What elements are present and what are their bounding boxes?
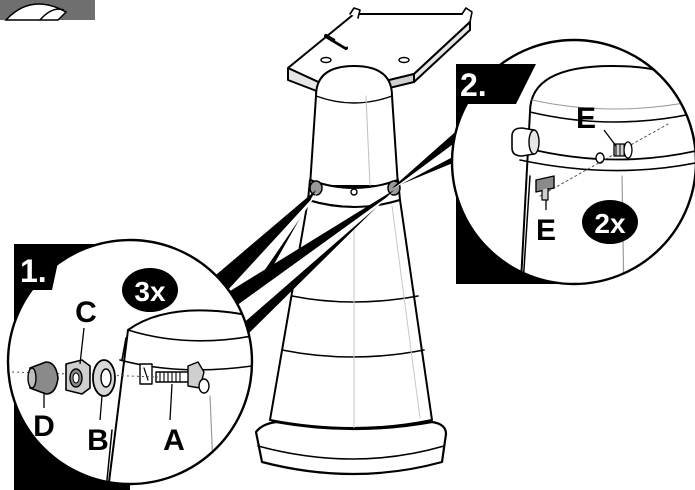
base-column: [269, 199, 433, 433]
part-b-label: B: [87, 424, 109, 457]
part-d-cap: [27, 361, 59, 395]
part-d-label: D: [33, 410, 55, 443]
part-e-upper-label: E: [576, 102, 596, 135]
base-plinth: [254, 420, 448, 476]
step1-multiplier: 3x: [134, 276, 166, 307]
step1-number-block: 1.: [14, 244, 62, 290]
part-e-screw-lower: [535, 175, 555, 210]
callout-step-2: 2. E E 2x: [450, 38, 695, 286]
step1-number: 1.: [20, 253, 47, 289]
step2-magnifier-ring: [450, 38, 695, 286]
step1-axis-line: [11, 371, 159, 378]
mounting-bracket: [287, 7, 473, 101]
part-e-screws: [535, 129, 633, 210]
callout-step-1: 1. 3x C D B A: [6, 238, 254, 490]
part-a-label: A: [163, 424, 185, 457]
step1-magnifier-ring: [6, 238, 254, 486]
tool-icon: [0, 0, 95, 21]
step2-number-block: 2.: [456, 64, 536, 104]
step2-multiplier: 2x: [594, 208, 626, 239]
part-c-label: C: [75, 296, 97, 329]
part-e-screw-upper: [603, 129, 633, 159]
step2-number: 2.: [460, 67, 487, 103]
part-c-nut: [65, 359, 91, 395]
step2-multiplier-badge: 2x: [582, 200, 638, 244]
part-b-washer: [92, 359, 116, 397]
main-assembly: [254, 7, 473, 476]
callout-leaders: [210, 126, 470, 336]
part-e-lower-label: E: [536, 214, 556, 247]
step1-multiplier-badge: 3x: [122, 268, 178, 312]
upper-column: [309, 65, 399, 187]
